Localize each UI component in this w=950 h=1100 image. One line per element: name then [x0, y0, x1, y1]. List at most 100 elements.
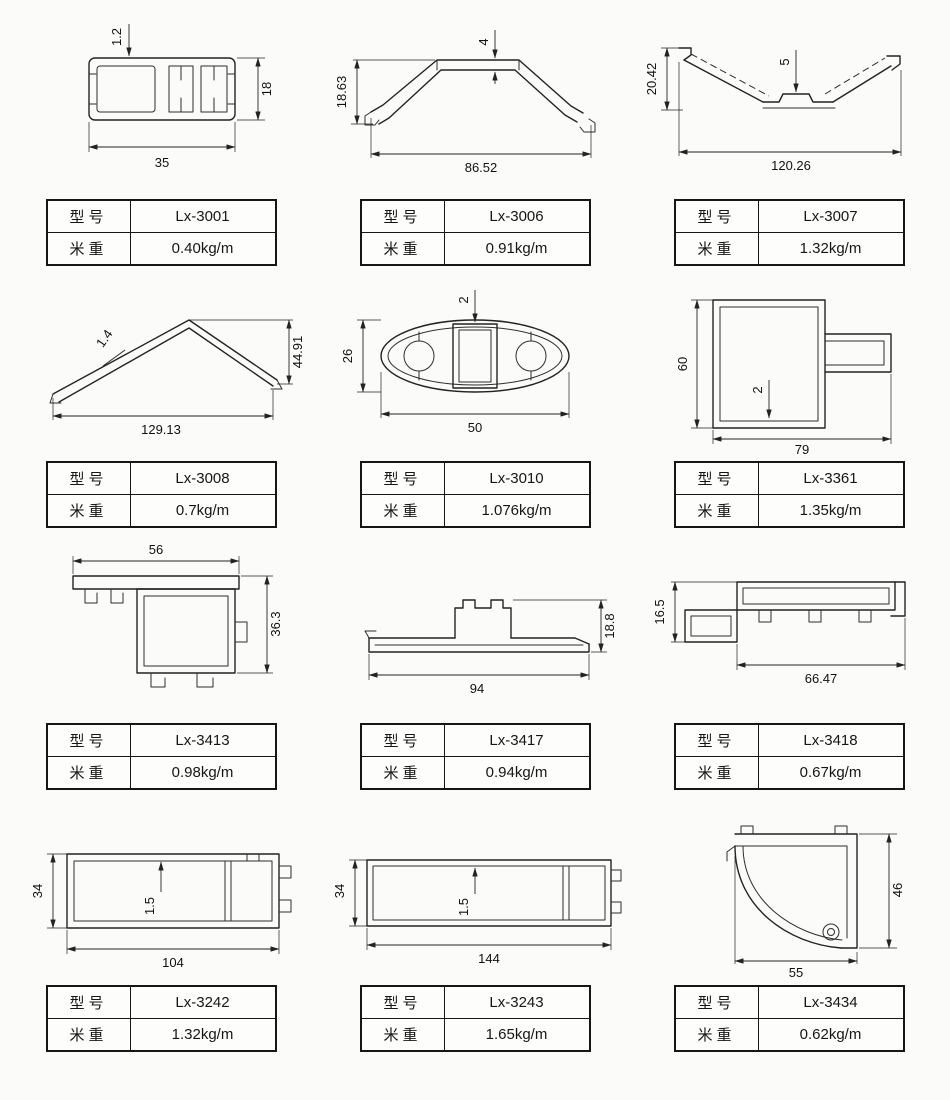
cross-section-lx-3008: 1.4 44.91 129.13 [49, 319, 305, 437]
dim-height-label: 18 [259, 82, 274, 96]
model-label: 型号 [360, 723, 445, 757]
dimension-lines [671, 581, 906, 670]
model-value: Lx-3006 [443, 199, 590, 233]
weight-value: 1.076kg/m [443, 494, 590, 528]
profile-drawing-lx-3361: 60 2 79 [639, 272, 939, 457]
dim-width-label: 50 [468, 420, 482, 435]
profile-drawing-lx-3242: 34 1.5 104 [11, 796, 311, 981]
cross-section-lx-3413: 56 36.3 [72, 542, 283, 688]
dim-wall-label: 5 [777, 58, 792, 65]
weight-value: 0.7kg/m [129, 494, 276, 528]
profile-drawing-lx-3413: 56 36.3 [11, 534, 311, 719]
profile-card-lx-3361: 60 2 79 型号 Lx-3361 米重 1.35kg/m [632, 272, 946, 528]
weight-label: 米重 [360, 232, 445, 266]
spec-table-lx-3418: 型号 Lx-3418 米重 0.67kg/m [673, 723, 905, 790]
profile-outline [678, 47, 901, 109]
cross-section-lx-3434: 46 55 [726, 825, 905, 980]
profile-drawing-lx-3010: 2 26 50 [325, 272, 625, 457]
cross-section-lx-3417: 18.8 94 [364, 599, 617, 696]
weight-value: 0.62kg/m [757, 1018, 904, 1052]
cross-section-lx-3006: 4 18.63 86.52 [334, 30, 596, 175]
profile-card-lx-3242: 34 1.5 104 型号 Lx-3242 米重 1.32kg/m [4, 796, 318, 1052]
model-value: Lx-3242 [129, 985, 276, 1019]
dim-height-label: 16.5 [652, 599, 667, 624]
cross-section-lx-3361: 60 2 79 [675, 299, 892, 457]
dim-height-label: 34 [332, 884, 347, 898]
cross-section-lx-3001: 1.2 18 35 [88, 24, 274, 170]
weight-label: 米重 [46, 756, 131, 790]
spec-table-lx-3361: 型号 Lx-3361 米重 1.35kg/m [673, 461, 905, 528]
model-value: Lx-3010 [443, 461, 590, 495]
profile-card-lx-3434: 46 55 型号 Lx-3434 米重 0.62kg/m [632, 796, 946, 1052]
spec-table-lx-3006: 型号 Lx-3006 米重 0.91kg/m [359, 199, 591, 266]
profile-outline [366, 859, 622, 927]
profile-outline [684, 581, 906, 643]
dim-width-label: 56 [149, 542, 163, 557]
profile-card-lx-3006: 4 18.63 86.52 型号 Lx-3006 米重 0.91kg/m [318, 10, 632, 266]
weight-value: 1.32kg/m [757, 232, 904, 266]
model-value: Lx-3413 [129, 723, 276, 757]
dimension-lines [52, 319, 293, 420]
profile-card-lx-3007: 5 20.42 120.26 型号 Lx-3007 米重 1.32kg/m [632, 10, 946, 266]
dim-width-label: 35 [155, 155, 169, 170]
profile-outline [726, 825, 858, 949]
dim-height-label: 18.63 [334, 76, 349, 109]
profile-outline [66, 853, 292, 929]
model-label: 型号 [46, 985, 131, 1019]
dim-width-label: 55 [789, 965, 803, 980]
model-label: 型号 [674, 461, 759, 495]
weight-label: 米重 [46, 1018, 131, 1052]
profile-catalog-grid: 1.2 18 35 型号 Lx-3001 米重 0.40kg/m [4, 10, 946, 1052]
model-label: 型号 [360, 199, 445, 233]
model-label: 型号 [674, 985, 759, 1019]
weight-label: 米重 [46, 232, 131, 266]
profile-outline [380, 319, 570, 393]
cross-section-lx-3243: 34 1.5 144 [332, 859, 622, 966]
weight-value: 1.65kg/m [443, 1018, 590, 1052]
profile-outline [712, 299, 892, 429]
dim-width-label: 144 [478, 951, 500, 966]
dim-width-label: 79 [795, 442, 809, 457]
model-value: Lx-3243 [443, 985, 590, 1019]
dimension-lines [351, 30, 592, 158]
dim-height-label: 44.91 [290, 336, 305, 369]
dim-width-label: 104 [162, 955, 184, 970]
dim-wall-label: 1.5 [456, 898, 471, 916]
spec-table-lx-3242: 型号 Lx-3242 米重 1.32kg/m [45, 985, 277, 1052]
profile-drawing-lx-3418: 16.5 66.47 [639, 534, 939, 719]
cross-section-lx-3242: 34 1.5 104 [30, 853, 292, 970]
model-label: 型号 [674, 199, 759, 233]
profile-outline [364, 599, 590, 653]
weight-label: 米重 [360, 1018, 445, 1052]
dimension-lines [357, 290, 570, 418]
weight-value: 0.98kg/m [129, 756, 276, 790]
weight-label: 米重 [674, 756, 759, 790]
dim-width-label: 120.26 [771, 158, 811, 173]
profile-drawing-lx-3001: 1.2 18 35 [11, 10, 311, 195]
spec-table-lx-3243: 型号 Lx-3243 米重 1.65kg/m [359, 985, 591, 1052]
weight-label: 米重 [360, 756, 445, 790]
model-label: 型号 [46, 723, 131, 757]
model-label: 型号 [674, 723, 759, 757]
dim-height-label: 26 [340, 349, 355, 363]
dim-wall-label: 2 [750, 386, 765, 393]
profile-card-lx-3243: 34 1.5 144 型号 Lx-3243 米重 1.65kg/m [318, 796, 632, 1052]
dimension-lines [691, 299, 892, 444]
model-label: 型号 [46, 199, 131, 233]
dimension-lines [47, 853, 280, 954]
model-value: Lx-3008 [129, 461, 276, 495]
profile-outline [72, 575, 248, 688]
weight-label: 米重 [674, 232, 759, 266]
profile-card-lx-3008: 1.4 44.91 129.13 型号 Lx-3008 米重 0.7kg/m [4, 272, 318, 528]
cross-section-lx-3418: 16.5 66.47 [652, 581, 906, 686]
dimension-lines [72, 556, 273, 674]
model-value: Lx-3418 [757, 723, 904, 757]
profile-drawing-lx-3417: 18.8 94 [325, 534, 625, 719]
model-label: 型号 [360, 985, 445, 1019]
dimension-lines [349, 859, 612, 950]
dim-wall-label: 4 [476, 38, 491, 45]
dimension-lines [368, 599, 607, 680]
model-value: Lx-3361 [757, 461, 904, 495]
weight-label: 米重 [674, 494, 759, 528]
cross-section-lx-3007: 5 20.42 120.26 [644, 47, 902, 173]
